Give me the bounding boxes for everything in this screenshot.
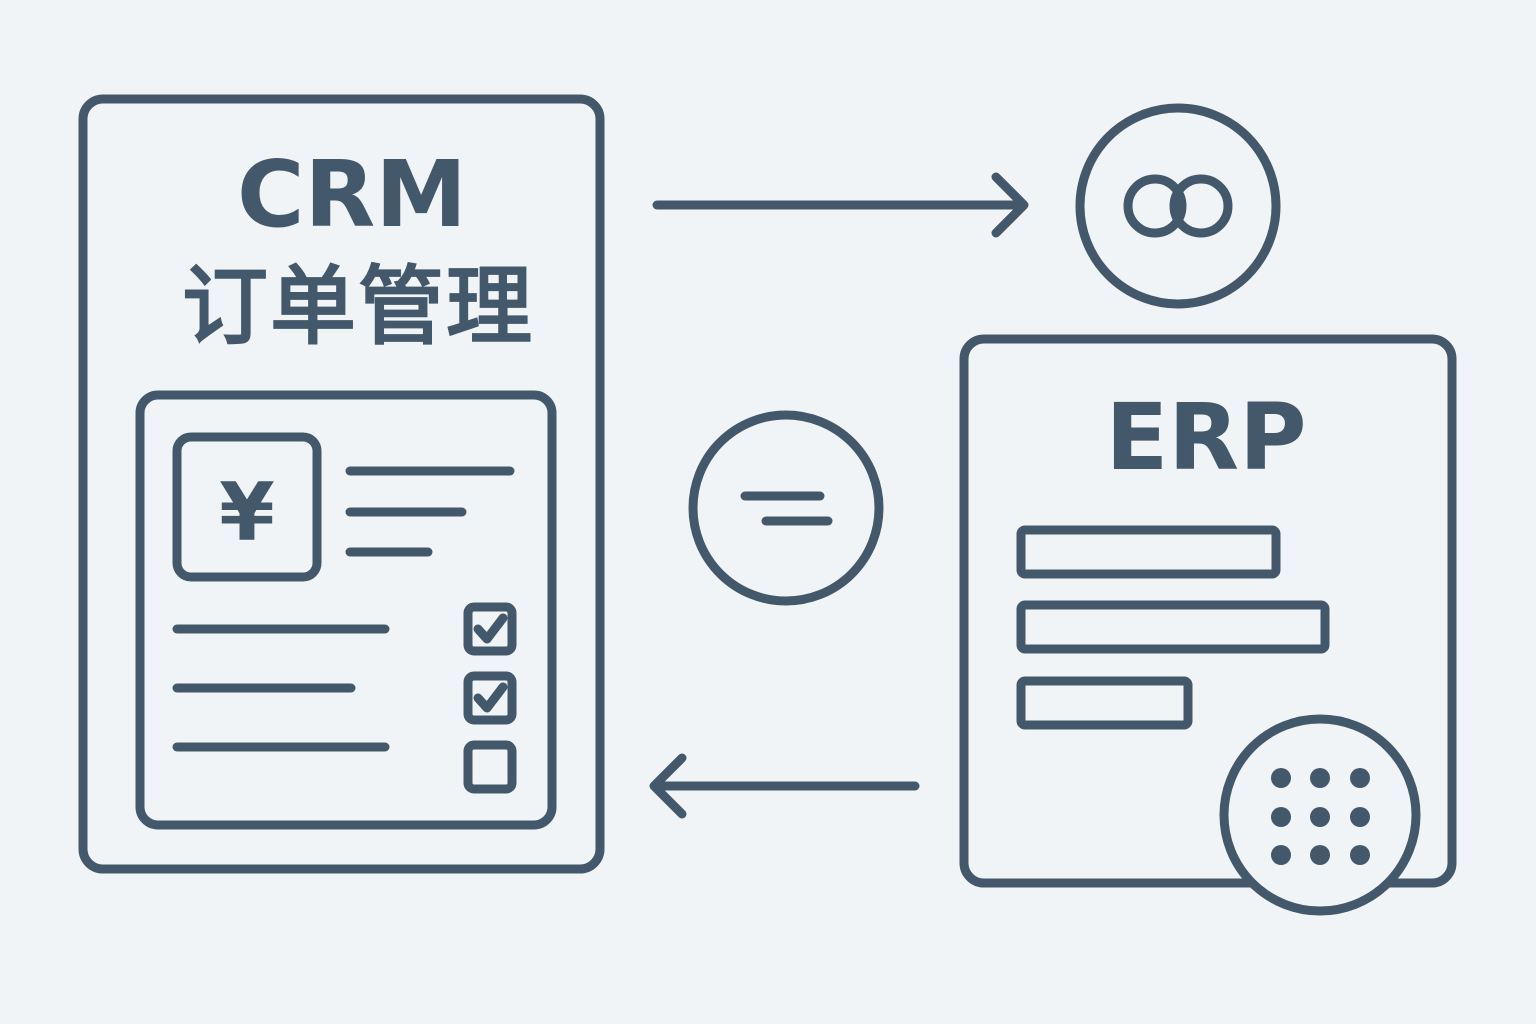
grid-dot bbox=[1271, 807, 1291, 827]
dot-grid bbox=[1271, 768, 1370, 865]
grid-dot bbox=[1271, 768, 1291, 788]
arrow-erp-to-crm bbox=[649, 753, 920, 819]
crm-subtitle: 订单管理 bbox=[182, 257, 534, 357]
checkbox-3-box bbox=[463, 740, 517, 794]
erp-field-1 bbox=[1016, 525, 1281, 579]
ring-left bbox=[1123, 174, 1187, 238]
erp-title: ERP bbox=[1105, 384, 1306, 491]
ring-right bbox=[1169, 174, 1233, 238]
checkbox-3 bbox=[463, 740, 517, 794]
order-card: ¥ bbox=[135, 390, 557, 830]
checkbox-1 bbox=[463, 602, 517, 656]
sync-circle bbox=[1075, 103, 1281, 309]
grid-dot bbox=[1350, 768, 1370, 788]
equals-icon bbox=[688, 410, 884, 606]
checkmark-icon bbox=[473, 613, 508, 644]
crm-title: CRM bbox=[237, 141, 467, 248]
crm-panel-frame bbox=[78, 94, 605, 874]
erp-panel-frame bbox=[959, 334, 1457, 888]
checkbox-2-box bbox=[463, 671, 517, 725]
grid-dot bbox=[1350, 807, 1370, 827]
currency-badge: ¥ bbox=[172, 432, 322, 582]
arrow-right-icon bbox=[991, 172, 1029, 238]
order-card-frame bbox=[135, 390, 557, 830]
arrow-crm-to-sync bbox=[652, 172, 1029, 238]
checkbox-1-box bbox=[463, 602, 517, 656]
erp-field-2 bbox=[1016, 600, 1330, 654]
equals-circle bbox=[688, 410, 884, 606]
dot-grid-icon bbox=[1219, 714, 1421, 916]
checkmark-icon bbox=[473, 682, 508, 713]
arrow-left-icon bbox=[649, 753, 687, 819]
grid-dot bbox=[1310, 768, 1330, 788]
erp-panel: ERP bbox=[959, 334, 1457, 888]
interlinked-rings-icon bbox=[1075, 103, 1281, 309]
erp-field-3 bbox=[1016, 676, 1193, 730]
grid-dot bbox=[1350, 845, 1370, 865]
checkbox-2 bbox=[463, 671, 517, 725]
crm-panel: CRM 订单管理 ¥ bbox=[78, 94, 605, 874]
grid-dot bbox=[1310, 845, 1330, 865]
yen-icon: ¥ bbox=[219, 466, 275, 559]
grid-dot bbox=[1271, 845, 1291, 865]
currency-badge-frame bbox=[172, 432, 322, 582]
grid-dot bbox=[1310, 807, 1330, 827]
